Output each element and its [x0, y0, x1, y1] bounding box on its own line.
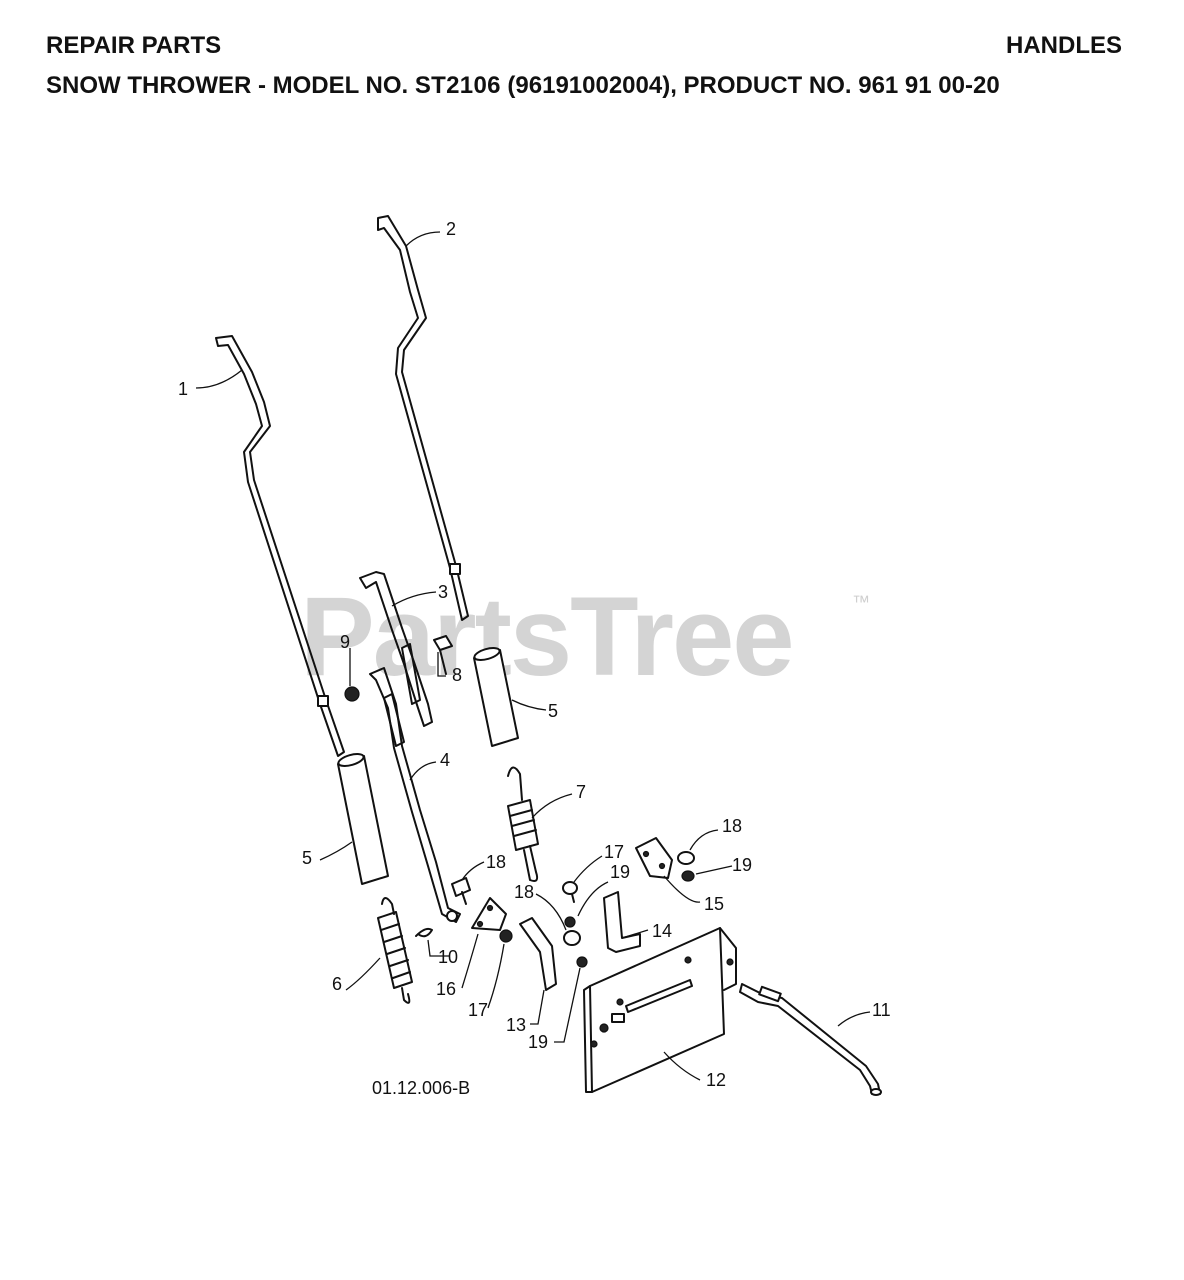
- part-12-mounting-plate[interactable]: [583, 927, 737, 1093]
- part-14-bracket[interactable]: [603, 891, 641, 953]
- part-9-nut[interactable]: [344, 686, 360, 702]
- callout-7: 7: [576, 782, 586, 802]
- watermark: PartsTree: [300, 574, 795, 699]
- part-6-spring[interactable]: [377, 897, 413, 1004]
- callout-labels: 1 2 3 4 5 5 6 7 8 9 10 11 12 13 14 15 16…: [178, 219, 891, 1090]
- callout-19-upper: 19: [610, 862, 630, 882]
- part-19-nut-right[interactable]: [681, 870, 695, 882]
- part-18-bolt-right[interactable]: [677, 851, 695, 865]
- callout-3: 3: [438, 582, 448, 602]
- part-17-bolt-lower[interactable]: [499, 929, 513, 943]
- callout-11: 11: [872, 1000, 891, 1020]
- part-11-rod[interactable]: [739, 983, 882, 1096]
- part-15-plate[interactable]: [635, 837, 673, 879]
- callout-18-right: 18: [722, 816, 742, 836]
- section-title: HANDLES: [1005, 32, 1122, 59]
- callout-17-lower: 17: [468, 1000, 488, 1020]
- part-5-grip-upper[interactable]: [473, 646, 519, 747]
- callout-10: 10: [438, 947, 458, 967]
- part-10-clip[interactable]: [415, 927, 433, 938]
- callout-18-left: 18: [486, 852, 506, 872]
- subtitle-suffix: (96191002004), PRODUCT NO. 961 91 00-20: [500, 72, 1000, 99]
- part-13-bracket[interactable]: [519, 917, 557, 991]
- callout-14: 14: [652, 921, 672, 941]
- callout-9: 9: [340, 632, 350, 652]
- callout-1: 1: [178, 379, 188, 399]
- part-3-lever[interactable]: [359, 571, 433, 727]
- part-5-grip-lower[interactable]: [337, 752, 389, 885]
- callout-4: 4: [440, 750, 450, 770]
- callout-5-lower: 5: [302, 848, 312, 868]
- callout-16: 16: [436, 979, 456, 999]
- watermark-trademark: ™: [852, 592, 870, 612]
- part-19-nut-lower[interactable]: [576, 956, 588, 968]
- leader-lines: [195, 231, 871, 1081]
- callout-15: 15: [704, 894, 724, 914]
- subtitle-model: ST2106: [414, 72, 501, 99]
- callout-13: 13: [506, 1015, 526, 1035]
- part-1-handle-rod[interactable]: [215, 335, 345, 757]
- part-7-spring[interactable]: [507, 766, 539, 882]
- callout-18-center: 18: [514, 882, 534, 902]
- part-18-bolt-center[interactable]: [563, 930, 581, 946]
- model-subtitle: SNOW THROWER - MODEL NO. ST2106 (9619100…: [46, 72, 1000, 100]
- callout-12: 12: [706, 1070, 726, 1090]
- drawing-reference-code: 01.12.006-B: [372, 1078, 471, 1098]
- callout-19-lower: 19: [528, 1032, 548, 1052]
- subtitle-prefix: SNOW THROWER - MODEL NO.: [46, 72, 415, 99]
- page-title: REPAIR PARTS: [46, 32, 222, 59]
- callout-19-right: 19: [732, 855, 752, 875]
- part-16-plate[interactable]: [471, 897, 507, 931]
- callout-17-upper: 17: [604, 842, 624, 862]
- callout-8: 8: [452, 665, 462, 685]
- part-2-handle-rod[interactable]: [377, 215, 469, 621]
- part-19-nut-upper[interactable]: [564, 916, 576, 928]
- part-17-bolt-upper[interactable]: [562, 881, 578, 903]
- callout-2: 2: [446, 219, 456, 239]
- callout-6: 6: [332, 974, 342, 994]
- part-8-bolt[interactable]: [433, 635, 453, 675]
- part-4-lever-rod[interactable]: [369, 667, 461, 923]
- part-18-bolt-left[interactable]: [451, 877, 471, 905]
- callout-5-upper: 5: [548, 701, 558, 721]
